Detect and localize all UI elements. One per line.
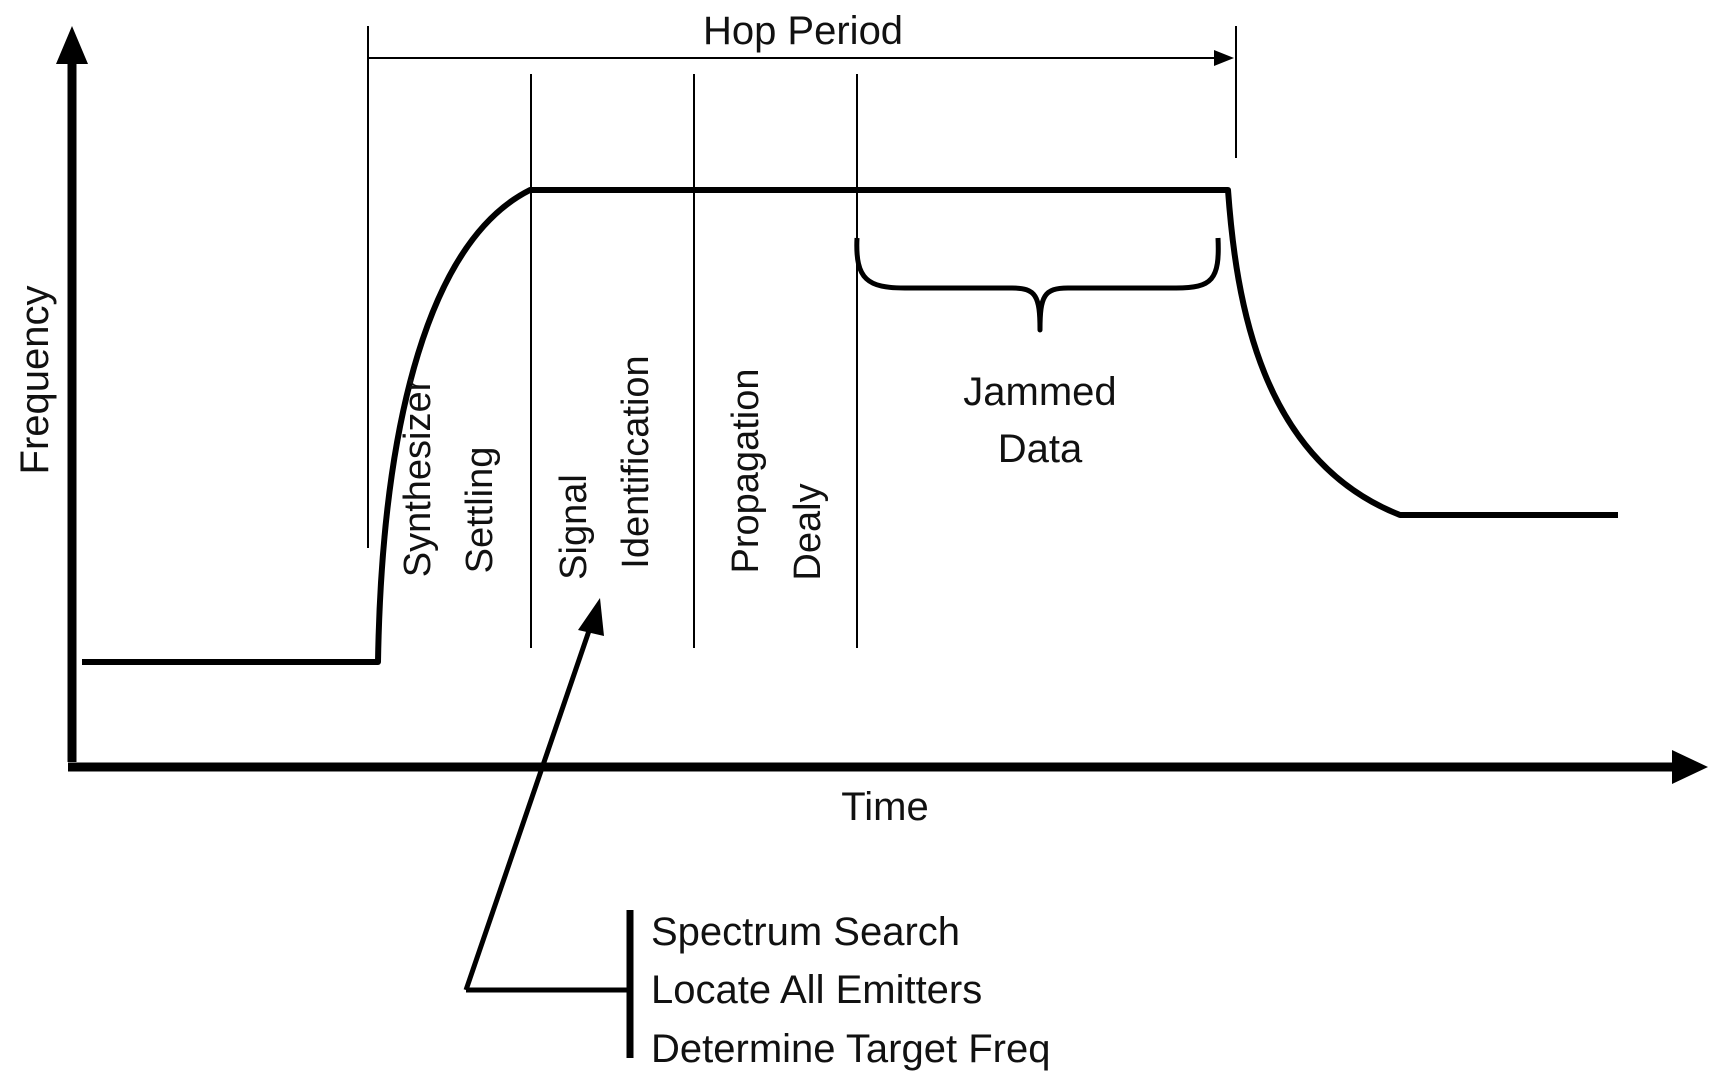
phase-dividers [530, 74, 858, 648]
y-axis-arrowhead [56, 26, 88, 64]
phase-synthesizer-settling: Synthesizer Settling [397, 378, 501, 577]
frequency-curve [82, 187, 1618, 665]
x-axis-label: Time [841, 785, 928, 829]
y-axis [56, 26, 88, 762]
jammed-data-brace [854, 237, 1221, 333]
callout-arrowhead [578, 598, 604, 636]
x-axis-arrowhead [1672, 750, 1708, 784]
callout-list: Spectrum Search Locate All Emitters Dete… [626, 910, 1050, 1071]
phase-label-line: Identification [615, 355, 657, 568]
phase-label-line: Propagation [725, 369, 767, 574]
phase-label-line: Synthesizer [397, 378, 439, 577]
y-axis-label: Frequency [13, 286, 57, 475]
x-axis [68, 750, 1708, 784]
phase-label-line: Dealy [787, 483, 829, 580]
callout-pointer [463, 598, 630, 993]
jammed-data-line: Data [998, 427, 1083, 471]
phase-propagation-dealy: Propagation Dealy [725, 369, 829, 581]
hop-period-arrowhead [1214, 50, 1234, 66]
phase-signal-identification: Signal Identification [553, 355, 657, 580]
callout-item: Spectrum Search [651, 910, 960, 954]
callout-item: Determine Target Freq [651, 1027, 1050, 1071]
phase-label-line: Signal [553, 474, 595, 580]
jammed-data-line: Jammed [963, 370, 1116, 414]
callout-item: Locate All Emitters [651, 968, 982, 1012]
jammed-data-label: Jammed Data [963, 370, 1116, 471]
hop-period-label: Hop Period [703, 9, 903, 53]
hop-period-span [367, 26, 1237, 548]
phase-label-line: Settling [459, 447, 501, 574]
